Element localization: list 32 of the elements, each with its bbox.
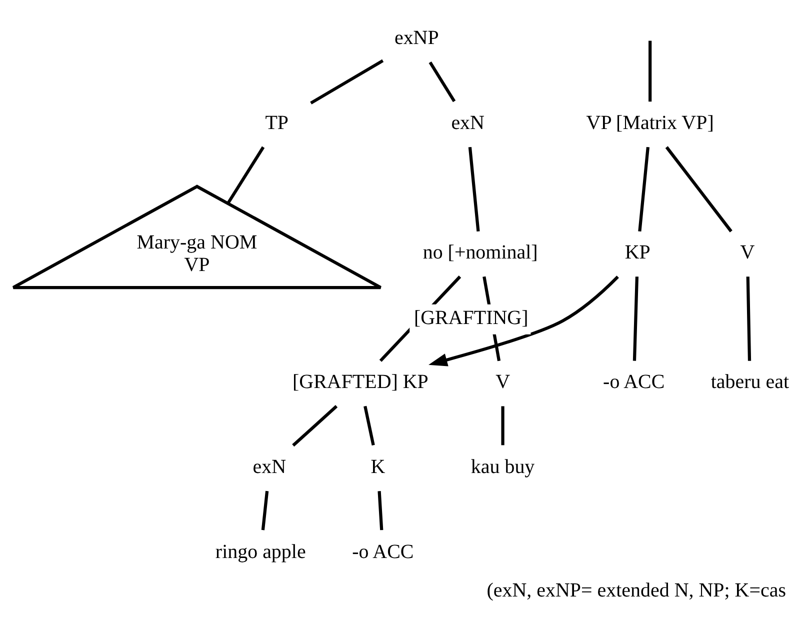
node-text: ringo apple	[215, 540, 306, 562]
connector	[648, 40, 652, 102]
node-text: [GRAFTED] KP	[292, 370, 428, 393]
node-text: KP	[624, 241, 650, 264]
node-text: exN	[252, 455, 286, 478]
connector	[310, 58, 384, 104]
node-text: V	[740, 241, 755, 264]
node-text: kau buy	[470, 455, 535, 478]
connector	[632, 276, 639, 360]
connector	[428, 61, 456, 102]
connector	[226, 146, 265, 204]
connector	[378, 490, 384, 530]
connector	[746, 276, 752, 360]
connector	[638, 146, 650, 232]
connector	[292, 404, 338, 446]
node-text: -o ACC	[352, 540, 414, 562]
connector	[364, 405, 375, 445]
connector	[501, 406, 504, 445]
node-text: VP [Matrix VP]	[586, 112, 714, 134]
edge-label: [GRAFTING]	[414, 306, 528, 329]
node-text: taberu eat	[710, 370, 790, 393]
connector	[261, 490, 269, 530]
node-text: TP	[265, 112, 289, 134]
connector	[665, 146, 732, 232]
node-text: -o ACC	[603, 370, 665, 393]
node-text: exN	[451, 112, 484, 134]
node-text: V	[496, 370, 510, 393]
caption: (exN, exNP= extended N, NP; K=cas	[486, 579, 786, 602]
node-text: no [+nominal]	[422, 241, 538, 264]
node-text: K	[370, 455, 386, 478]
node-text: exNP	[394, 26, 439, 49]
connector	[468, 146, 480, 232]
